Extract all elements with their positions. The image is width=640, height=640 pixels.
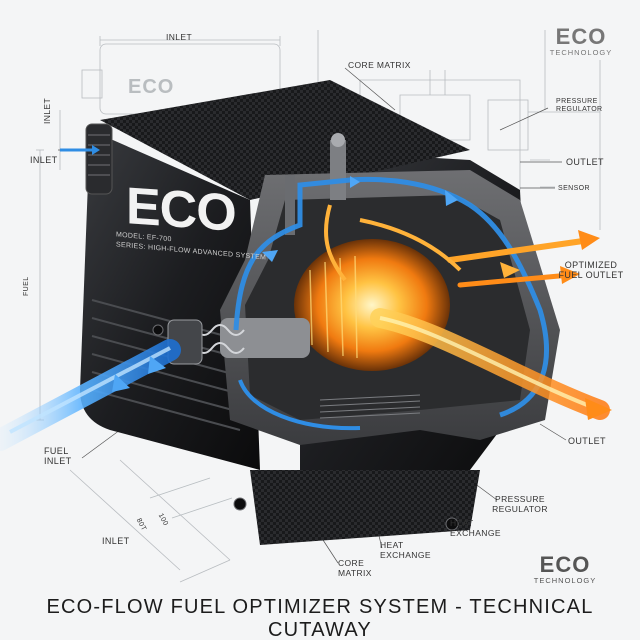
label-heat-exchange-2: HEAT EXCHANGE [380, 540, 431, 560]
brand-sub-text: TECHNOLOGY [549, 48, 613, 57]
brand-sub-text: TECHNOLOGY [533, 576, 597, 585]
cold-fuel-flow [0, 145, 549, 451]
brand-logo-top: ECO TECHNOLOGY [545, 24, 617, 58]
label-inlet-left: INLET [30, 155, 58, 165]
label-inlet-side: INLET [42, 97, 52, 124]
label-core-matrix-top: CORE MATRIX [348, 60, 411, 70]
label-inlet-top: INLET [166, 32, 193, 42]
label-fuel-side: FUEL [23, 276, 30, 297]
label-fuel-inlet: FUEL INLET [44, 446, 72, 466]
ghost-logo: ECO [128, 76, 175, 98]
diagram-caption: ECO-FLOW FUEL OPTIMIZER SYSTEM - TECHNIC… [46, 596, 594, 640]
brand-logo-text: ECO [555, 24, 607, 49]
label-pressure-regulator-bottom: PRESSURE REGULATOR [492, 494, 548, 514]
label-pressure-regulator-top: PRESSURE REGULATOR [556, 98, 603, 113]
label-inlet-bottom: INLET [102, 536, 130, 546]
hot-fuel-flow [323, 204, 612, 420]
label-sensor: SENSOR [558, 185, 590, 192]
label-outlet-right: OUTLET [568, 436, 606, 446]
label-core-matrix-bottom: CORE MATRIX [338, 558, 372, 578]
brand-logo-bottom: ECO TECHNOLOGY [522, 552, 608, 586]
label-outlet-top: OUTLET [566, 157, 604, 167]
cutaway-section [167, 133, 560, 445]
label-heat-exchange-1: HEAT EXCHANGE [450, 518, 501, 538]
label-optimized-fuel-outlet: OPTIMIZED FUEL OUTLET [558, 260, 624, 280]
brand-logo-text: ECO [539, 552, 591, 577]
